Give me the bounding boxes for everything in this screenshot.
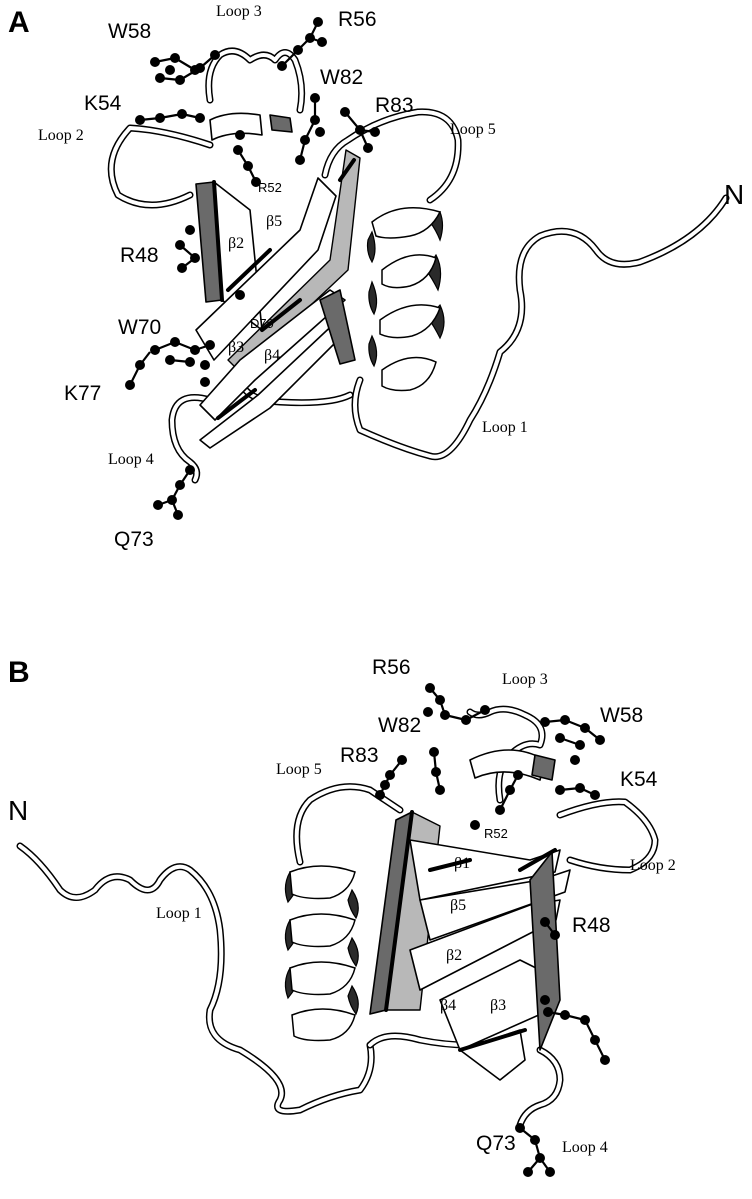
w58-b-side-chain bbox=[540, 715, 605, 765]
label-b-loop4: Loop 4 bbox=[562, 1139, 608, 1156]
panel-a-n-terminus: N bbox=[724, 179, 744, 210]
k54-b-side-chain bbox=[555, 783, 600, 800]
label-b-beta1: β1 bbox=[454, 855, 470, 872]
label-loop4: Loop 4 bbox=[108, 451, 154, 468]
label-k54: K54 bbox=[84, 92, 122, 115]
panel-b-helix bbox=[284, 865, 359, 1042]
label-w58: W58 bbox=[108, 20, 151, 43]
k54-side-chain bbox=[135, 109, 205, 125]
r48-side-chain bbox=[175, 225, 245, 300]
label-loop2: Loop 2 bbox=[38, 127, 84, 144]
panel-a-side-chains bbox=[125, 17, 380, 520]
label-b-loop5: Loop 5 bbox=[276, 761, 322, 778]
lower-b-side-chain bbox=[540, 995, 610, 1065]
label-b-beta2: β2 bbox=[446, 947, 462, 964]
label-r83: R83 bbox=[375, 94, 414, 117]
panel-a-letter: A bbox=[8, 6, 30, 39]
panel-b-sheet bbox=[369, 749, 571, 1081]
label-beta4: β4 bbox=[264, 347, 280, 364]
label-b-w82: W82 bbox=[378, 714, 421, 737]
label-b-loop1: Loop 1 bbox=[156, 905, 202, 922]
label-b-loop2: Loop 2 bbox=[630, 857, 676, 874]
panel-b-n-terminus: N bbox=[8, 795, 28, 826]
label-r56: R56 bbox=[338, 8, 377, 31]
w58-side-chain bbox=[150, 50, 220, 85]
w82-side-chain bbox=[295, 93, 325, 165]
r48-b-side-chain bbox=[540, 917, 560, 940]
label-d79: D79 bbox=[250, 316, 274, 331]
label-b-beta5: β5 bbox=[450, 897, 466, 914]
panel-a-sheet bbox=[195, 112, 361, 449]
label-r48: R48 bbox=[120, 244, 159, 267]
label-b-loop3: Loop 3 bbox=[502, 671, 548, 688]
r52-side-chain bbox=[233, 130, 261, 187]
panel-b-side-chains bbox=[375, 683, 610, 1177]
w82-b-side-chain bbox=[429, 747, 445, 795]
panel-a-coil bbox=[107, 47, 730, 484]
label-b-r52: R52 bbox=[484, 826, 508, 841]
label-loop3: Loop 3 bbox=[216, 3, 262, 20]
r56-side-chain bbox=[277, 17, 327, 71]
label-b-r83: R83 bbox=[340, 744, 379, 767]
label-loop1: Loop 1 bbox=[482, 419, 528, 436]
label-w70: W70 bbox=[118, 316, 161, 339]
label-b-beta3: β3 bbox=[490, 997, 506, 1014]
label-r52: R52 bbox=[258, 180, 282, 195]
label-b-w58: W58 bbox=[600, 704, 643, 727]
label-b-r56: R56 bbox=[372, 656, 411, 679]
r56-b-side-chain bbox=[423, 683, 490, 725]
label-loop5: Loop 5 bbox=[450, 121, 496, 138]
panel-b-letter: B bbox=[8, 656, 30, 689]
panel-a: A bbox=[8, 3, 744, 551]
r83-b-side-chain bbox=[375, 755, 407, 800]
label-b-r48: R48 bbox=[572, 914, 611, 937]
w70-side-chain bbox=[150, 337, 215, 370]
panel-b: B bbox=[8, 656, 676, 1177]
label-beta3: β3 bbox=[228, 339, 244, 356]
label-b-k54: K54 bbox=[620, 768, 658, 791]
label-b-beta4: β4 bbox=[440, 997, 456, 1014]
label-q73: Q73 bbox=[114, 528, 154, 551]
label-beta2: β2 bbox=[228, 235, 244, 252]
label-w82: W82 bbox=[320, 66, 363, 89]
r52-b-side-chain bbox=[470, 770, 523, 830]
r83-side-chain bbox=[340, 107, 380, 153]
label-b-q73: Q73 bbox=[476, 1132, 516, 1155]
k77-side-chain bbox=[125, 351, 210, 390]
q73-side-chain bbox=[153, 465, 195, 520]
q73-b-side-chain bbox=[515, 1123, 555, 1177]
panel-a-helix bbox=[366, 207, 445, 392]
label-k77: K77 bbox=[64, 382, 101, 405]
label-beta5: β5 bbox=[266, 213, 282, 230]
